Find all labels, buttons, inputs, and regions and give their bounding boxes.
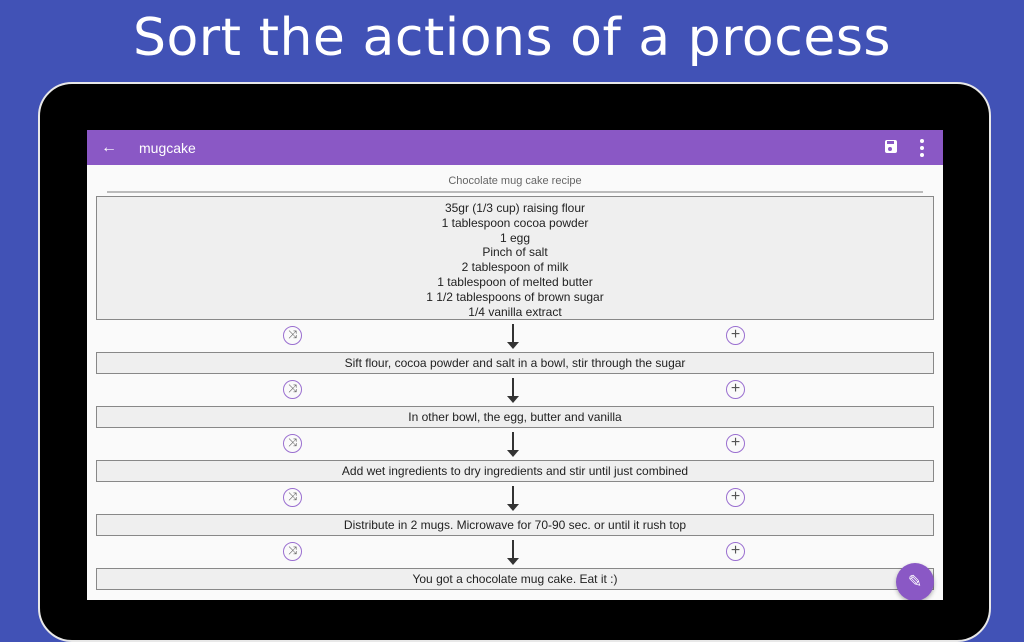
shuffle-icon[interactable]: ⤨ xyxy=(283,488,302,507)
app-screen: ← mugcake Chocolate mug cake recipe 35gr… xyxy=(87,130,943,600)
app-title: mugcake xyxy=(139,139,196,156)
shuffle-icon[interactable]: ⤨ xyxy=(283,326,302,345)
ingredient-line: Pinch of salt xyxy=(482,245,548,260)
more-vert-icon[interactable] xyxy=(920,139,924,157)
shuffle-icon[interactable]: ⤨ xyxy=(283,542,302,561)
ingredient-line: 1 egg xyxy=(499,230,531,245)
step-box[interactable]: You got a chocolate mug cake. Eat it :) xyxy=(96,568,934,590)
step-box[interactable]: Sift flour, cocoa powder and salt in a b… xyxy=(96,352,934,374)
app-bar: ← mugcake xyxy=(87,130,943,165)
headline: Sort the actions of a process xyxy=(132,8,892,68)
ingredient-line: 1/4 vanilla extract xyxy=(468,304,562,319)
arrow-down-icon xyxy=(507,378,519,403)
ingredient-line: 35gr (1/3 cup) raising flour xyxy=(444,201,586,215)
step-box[interactable]: Distribute in 2 mugs. Microwave for 70-9… xyxy=(96,514,934,536)
add-step-icon[interactable]: + xyxy=(726,434,745,453)
arrow-down-icon xyxy=(507,324,519,349)
ingredient-line: 2 tablespoon of milk xyxy=(461,260,569,275)
edit-fab[interactable]: ✎ xyxy=(896,563,934,600)
add-step-icon[interactable]: + xyxy=(726,542,745,561)
add-step-icon[interactable]: + xyxy=(726,488,745,507)
recipe-title: Chocolate mug cake recipe xyxy=(448,175,582,187)
step-box[interactable]: Add wet ingredients to dry ingredients a… xyxy=(96,460,934,482)
arrow-back-icon[interactable]: ← xyxy=(101,138,117,156)
add-step-icon[interactable]: + xyxy=(726,326,745,345)
ingredient-line: 1 tablespoon of melted butter xyxy=(437,274,593,289)
ingredient-line: 1 1/2 tablespoons of brown sugar xyxy=(426,289,604,304)
shuffle-icon[interactable]: ⤨ xyxy=(283,380,302,399)
arrow-down-icon xyxy=(507,432,519,457)
shuffle-icon[interactable]: ⤨ xyxy=(283,434,302,453)
step-box[interactable]: In other bowl, the egg, butter and vanil… xyxy=(96,406,934,428)
arrow-down-icon xyxy=(507,486,519,511)
arrow-down-icon xyxy=(507,540,519,565)
pencil-icon: ✎ xyxy=(907,572,923,591)
divider xyxy=(107,191,923,193)
add-step-icon[interactable]: + xyxy=(726,380,745,399)
save-icon[interactable] xyxy=(885,140,897,153)
ingredient-line: 1 tablespoon cocoa powder xyxy=(441,215,589,230)
